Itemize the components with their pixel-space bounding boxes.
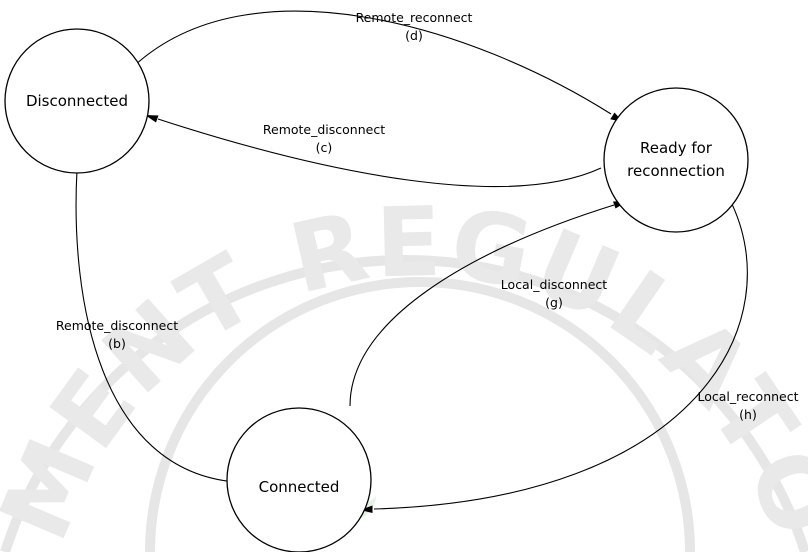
watermark-emblem: MENT REGULATO [0, 186, 808, 552]
edge-remote-disconnect-c [157, 118, 602, 188]
state-connected: Connected [226, 407, 372, 552]
edge-remote-disconnect-b [75, 169, 236, 483]
watermark-outer-ring [0, 255, 808, 552]
edge-remote-reconnect-d [133, 10, 612, 115]
label-g-name: Local_disconnect [501, 277, 607, 292]
arrowhead-h [360, 505, 373, 513]
label-d-code: (d) [405, 28, 423, 43]
label-b-name: Remote_disconnect [56, 318, 178, 333]
label-h-name: Local_reconnect [697, 389, 798, 404]
label-b-code: (b) [108, 336, 126, 351]
label-h-code: (h) [739, 407, 757, 422]
state-ready-circle [603, 87, 749, 233]
arrowhead-c [145, 115, 159, 123]
label-c-code: (c) [316, 140, 333, 155]
edge-labels: Remote_reconnect (d) Remote_disconnect (… [56, 10, 799, 422]
label-c-name: Remote_disconnect [263, 122, 385, 137]
state-connected-label: Connected [259, 478, 340, 496]
state-disconnected-circle [4, 28, 150, 174]
label-g-code: (g) [545, 295, 563, 310]
watermark-inner-ring [145, 277, 695, 552]
edge-local-disconnect-g [349, 204, 615, 407]
state-disconnected-label: Disconnected [26, 92, 128, 110]
state-disconnected: Disconnected [4, 28, 150, 174]
edge-local-reconnect-h [373, 199, 748, 510]
state-ready-for-reconnection: Ready for reconnection [603, 87, 749, 233]
state-ready-label-line1: Ready for [640, 139, 713, 157]
state-ready-label-line2: reconnection [627, 162, 725, 180]
label-d-name: Remote_reconnect [356, 10, 473, 25]
state-connected-circle [226, 407, 372, 552]
